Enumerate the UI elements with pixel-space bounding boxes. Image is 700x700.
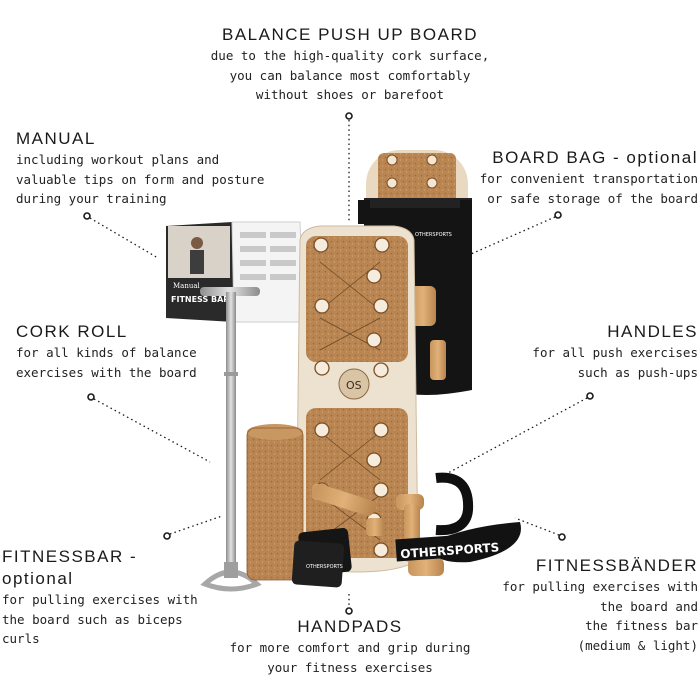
- callout-desc-line: due to the high-quality cork surface,: [210, 48, 490, 63]
- band-brand-label: OTHERSPORTS: [400, 540, 500, 561]
- callout-desc-line: for more comfort and grip during: [229, 640, 471, 655]
- callout-desc-line: such as push-ups: [577, 364, 698, 380]
- callout-fitnessbaender: FITNESSBÄNDER for pulling exercises with…: [502, 555, 698, 655]
- callout-desc-line: for all push exercises: [532, 345, 698, 360]
- callout-desc-line: for convenient transportation: [479, 171, 698, 186]
- callout-cork-roll: CORK ROLL for all kinds of balance exerc…: [16, 321, 197, 382]
- callout-title: FITNESSBÄNDER: [535, 556, 698, 575]
- callout-desc-line: you can balance most comfortably: [229, 67, 471, 83]
- manual-cover-title: Manual: [173, 282, 201, 290]
- callout-title: optional: [2, 569, 74, 588]
- callout-desc-line: the board such as biceps: [2, 611, 183, 627]
- callout-desc-line: during your training: [16, 191, 167, 206]
- resistance-bands: OTHERSPORTS: [395, 472, 521, 563]
- callout-title: CORK ROLL: [16, 322, 128, 341]
- callout-board-bag: BOARD BAG - optional for convenient tran…: [480, 147, 698, 208]
- callout-handpads: HANDPADS for more comfort and grip durin…: [190, 616, 510, 677]
- callout-desc-line: (medium & light): [577, 637, 698, 653]
- callout-desc-line: the board and: [600, 598, 698, 614]
- connector-lines: [83, 112, 594, 615]
- fitness-bar: [200, 287, 262, 592]
- handpad-brand-label: OTHERSPORTS: [306, 564, 343, 570]
- callout-fitnessbar: FITNESSBAR - optional for pulling exerci…: [2, 546, 198, 649]
- callout-desc-line: for all kinds of balance: [16, 345, 197, 360]
- handpads: OTHERSPORTS: [291, 528, 352, 588]
- callout-title: BALANCE PUSH UP BOARD: [221, 25, 479, 44]
- callout-title: MANUAL: [16, 129, 96, 148]
- manual-cover-subtitle: FITNESS BAR: [171, 295, 229, 304]
- callout-desc-line: exercises with the board: [16, 364, 197, 380]
- callout-title: FITNESSBAR -: [2, 547, 138, 566]
- callout-manual: MANUAL including workout plans and valua…: [16, 128, 264, 209]
- bag-brand-label: OTHERSPORTS: [415, 232, 452, 238]
- callout-desc-line: your fitness exercises: [267, 659, 433, 675]
- callout-desc-line: without shoes or barefoot: [255, 87, 445, 102]
- callout-balance-board: BALANCE PUSH UP BOARD due to the high-qu…: [180, 24, 520, 105]
- callout-desc-line: or safe storage of the board: [487, 190, 698, 206]
- callout-desc-line: valuable tips on form and posture: [16, 171, 265, 187]
- callout-desc-line: for pulling exercises with: [2, 592, 198, 607]
- callout-desc-line: the fitness bar: [585, 618, 698, 633]
- callout-desc-line: curls: [2, 631, 40, 646]
- callout-title: HANDLES: [607, 322, 698, 341]
- callout-desc-line: including workout plans and: [16, 152, 220, 167]
- callout-title: BOARD BAG - optional: [492, 148, 698, 167]
- callout-desc-line: for pulling exercises with: [502, 579, 698, 594]
- cork-roll: [246, 424, 304, 581]
- manual-booklet: Manual FITNESS BAR: [166, 221, 305, 323]
- svg-text:OS: OS: [346, 379, 362, 392]
- balance-board: OS: [295, 225, 419, 573]
- callout-handles: HANDLES for all push exercises such as p…: [532, 321, 698, 382]
- callout-title: HANDPADS: [297, 617, 403, 636]
